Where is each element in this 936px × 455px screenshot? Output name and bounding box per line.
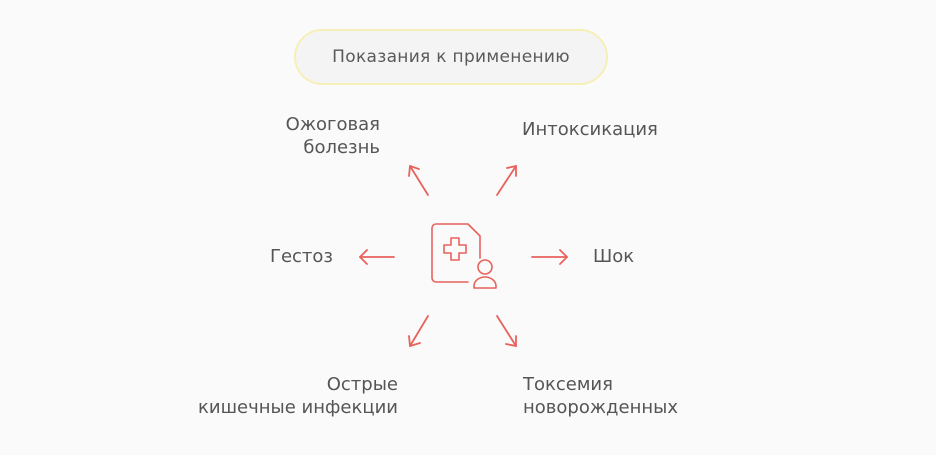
arrow-top-left-icon: [408, 165, 429, 196]
title-pill: Показания к применению: [294, 29, 608, 85]
item-label-line1: Интоксикация: [522, 119, 658, 140]
medical-record-patient-icon: [431, 223, 497, 289]
arrow-bottom-right-icon: [496, 315, 517, 347]
arrow-left-icon: [359, 249, 395, 265]
item-label-line1: Гестоз: [269, 246, 333, 267]
item-acute-intestinal-infections: Острые кишечные инфекции: [170, 373, 398, 419]
item-newborn-toxemia: Токсемия новорожденных: [523, 373, 678, 419]
item-intoxication: Интоксикация: [522, 118, 658, 141]
arrow-top-right-icon: [496, 165, 517, 196]
item-label-line1: Ожоговая: [285, 114, 380, 135]
item-label-line1: Шок: [593, 246, 635, 267]
item-label-line2: кишечные инфекции: [198, 397, 398, 418]
arrow-bottom-left-icon: [408, 315, 429, 347]
item-shock: Шок: [593, 245, 634, 268]
item-label-line1: Токсемия: [523, 374, 613, 395]
arrow-right-icon: [531, 249, 568, 265]
item-gestosis: Гестоз: [220, 245, 333, 268]
diagram-title: Показания к применению: [332, 47, 570, 67]
item-burn-disease: Ожоговая болезнь: [240, 113, 380, 159]
item-label-line2: болезнь: [303, 137, 380, 158]
item-label-line1: Острые: [326, 374, 398, 395]
item-label-line2: новорожденных: [523, 397, 678, 418]
